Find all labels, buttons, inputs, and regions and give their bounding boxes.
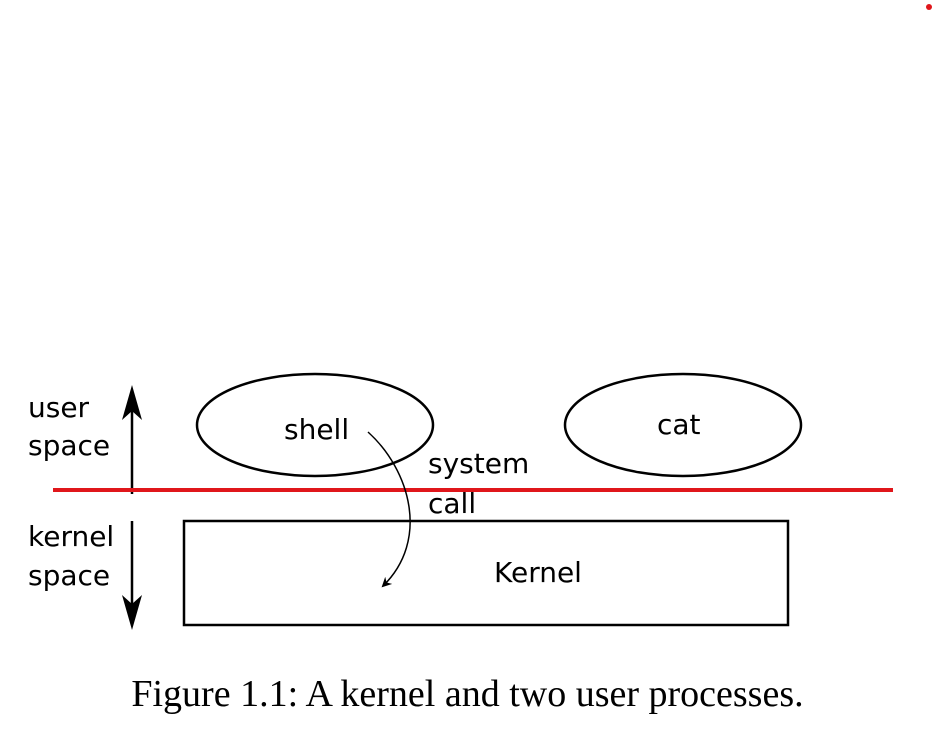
kernel-space-label-line2: space — [28, 559, 110, 592]
kernel-space-arrow — [122, 521, 142, 630]
kernel-label: Kernel — [494, 556, 582, 589]
kernel-space-label-line1: kernel — [28, 520, 114, 553]
system-call-arrow — [367, 431, 411, 588]
shell-label: shell — [284, 413, 349, 446]
corner-dot — [926, 4, 932, 10]
kernel-box — [182, 519, 790, 627]
user-space-arrow — [122, 385, 142, 494]
system-call-label-line1: system — [428, 447, 529, 480]
user-space-label-line2: space — [28, 429, 110, 462]
system-call-label-line2: call — [428, 487, 476, 520]
cat-process-ellipse — [563, 372, 803, 478]
user-space-label-line1: user — [28, 391, 90, 424]
figure-caption: Figure 1.1: A kernel and two user proces… — [131, 673, 804, 715]
shell-process-ellipse — [195, 372, 435, 478]
cat-label: cat — [657, 408, 701, 441]
